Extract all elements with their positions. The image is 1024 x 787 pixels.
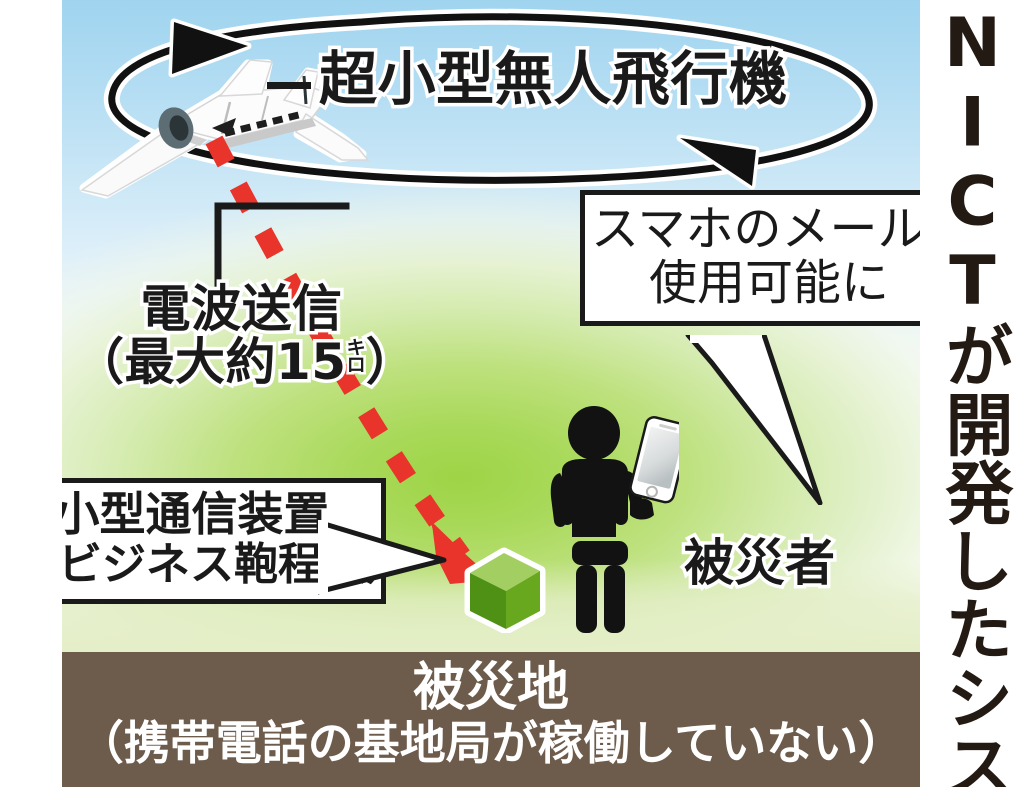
green-cube-icon <box>464 547 546 633</box>
aircraft-label-text: 超小型無人飛行機 <box>316 45 791 113</box>
device-callout-line1: 小型通信装置 <box>62 487 330 541</box>
aircraft-label-dash <box>267 81 311 89</box>
smartphone-speech-bubble: スマホのメールが 使用可能に <box>580 190 920 505</box>
kilo-unit-stack: キロ <box>344 335 368 378</box>
device-callout: 小型通信装置 （ビジネス鞄程度） <box>62 478 447 604</box>
kilo-unit-top: キ <box>344 335 368 360</box>
left-margin <box>0 0 62 787</box>
vertical-title: NICTが開発したシステム <box>920 0 1024 787</box>
bubble-line2: 使用可能に <box>648 254 889 311</box>
radio-range-suffix: ） <box>362 332 419 393</box>
radio-label-leader-line <box>214 202 350 296</box>
disaster-area-line2: （携帯電話の基地局が稼働していない） <box>77 716 905 771</box>
radio-label-line1: 電波送信 <box>137 280 346 339</box>
speech-bubble-tail <box>685 335 823 505</box>
device-callout-tail <box>318 519 447 595</box>
disaster-area-line1: 被災地 <box>412 658 569 718</box>
disaster-ground-band <box>62 652 920 787</box>
victim-label: 被災者 <box>681 534 839 592</box>
person-with-smartphone-icon <box>550 406 679 633</box>
speech-bubble-box: スマホのメールが 使用可能に <box>580 190 920 326</box>
bubble-line1: スマホのメールが <box>591 201 920 257</box>
aircraft-label: 超小型無人飛行機 <box>267 47 791 112</box>
kilo-unit-bottom: ロ <box>344 353 368 378</box>
disaster-area-text: 被災地 （携帯電話の基地局が稼働していない） <box>62 658 920 771</box>
radio-range-prefix: （最大約15 <box>71 332 350 393</box>
vertical-title-text: NICTが開発したシステム <box>933 4 1012 787</box>
